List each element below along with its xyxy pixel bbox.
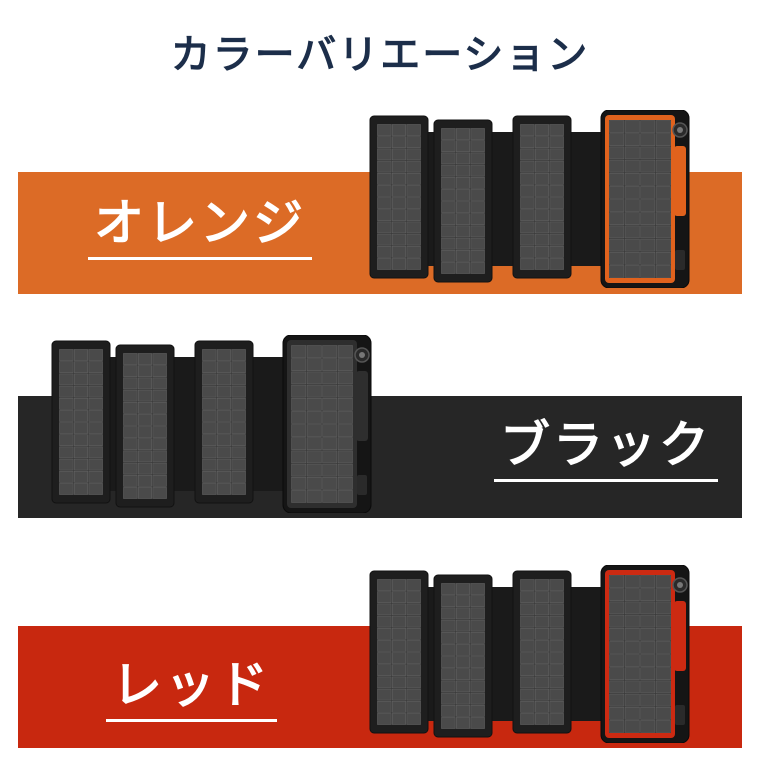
flashlight-icon	[672, 577, 688, 593]
solar-panel-icon	[369, 115, 429, 279]
solar-panel-icon	[115, 344, 175, 508]
power-bank-icon	[282, 335, 372, 513]
solar-charger-red[interactable]	[368, 565, 692, 743]
variant-label-red: レッド	[106, 658, 277, 722]
solar-panel-icon	[512, 570, 572, 734]
solar-panel-icon	[369, 570, 429, 734]
power-bank-icon	[600, 110, 690, 288]
solar-panel-icon	[433, 119, 493, 283]
solar-panel-icon	[433, 574, 493, 738]
solar-charger-orange[interactable]	[368, 110, 692, 288]
solar-panel-icon	[51, 340, 111, 504]
page-title: カラーバリエーション	[170, 32, 590, 78]
flashlight-icon	[672, 122, 688, 138]
variant-label-black: ブラック	[494, 418, 718, 482]
solar-charger-black[interactable]	[50, 335, 374, 513]
solar-panel-icon	[512, 115, 572, 279]
solar-panel-icon	[194, 340, 254, 504]
power-bank-icon	[600, 565, 690, 743]
flashlight-icon	[354, 347, 370, 363]
variant-label-orange: オレンジ	[88, 196, 312, 260]
